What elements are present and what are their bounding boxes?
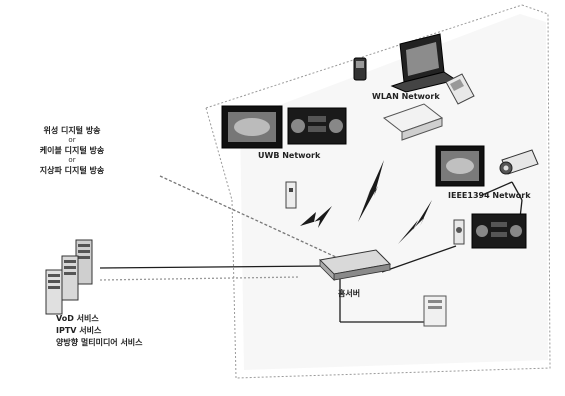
laptop-icon <box>390 33 458 93</box>
broadcast-or-1: or <box>68 136 76 144</box>
phone-icon <box>353 57 367 81</box>
service-vod: VoD 서비스 <box>56 314 99 323</box>
connection-lines <box>99 175 523 323</box>
access-point-icon <box>382 103 444 141</box>
service-iptv: IPTV 서비스 <box>56 326 102 335</box>
house-outline <box>205 4 551 379</box>
router-icon <box>285 181 297 209</box>
room-shading <box>240 14 548 370</box>
uwb-network-label: UWB Network <box>258 151 321 160</box>
broadcast-or-2: or <box>68 156 76 164</box>
ieee1394-network-label: IEEE1394 Network <box>448 191 531 200</box>
pc-icon <box>423 295 447 327</box>
home-server-label: 홈서버 <box>338 289 361 298</box>
pda-icon <box>445 73 475 105</box>
lightning-icon <box>300 160 432 244</box>
home-server-icon <box>318 249 392 281</box>
wlan-network-label: WLAN Network <box>372 92 440 101</box>
camcorder-icon <box>499 149 539 175</box>
stereo-icon <box>471 213 527 249</box>
tv-icon <box>435 145 485 187</box>
speaker-icon <box>453 219 465 245</box>
server-tower-icon <box>45 239 93 315</box>
tv-icon <box>221 105 283 149</box>
service-multimedia: 양방향 멀티미디어 서비스 <box>56 338 143 347</box>
broadcast-terrestrial: 지상파 디지털 방송 <box>39 166 105 175</box>
stereo-icon <box>287 107 347 145</box>
broadcast-cable: 케이블 디지털 방송 <box>39 146 105 155</box>
service-list: VoD 서비스 IPTV 서비스 양방향 멀티미디어 서비스 <box>56 313 143 349</box>
broadcast-sources: 위성 디지털 방송 or 케이블 디지털 방송 or 지상파 디지털 방송 <box>2 125 142 176</box>
broadcast-satellite: 위성 디지털 방송 <box>43 126 101 135</box>
